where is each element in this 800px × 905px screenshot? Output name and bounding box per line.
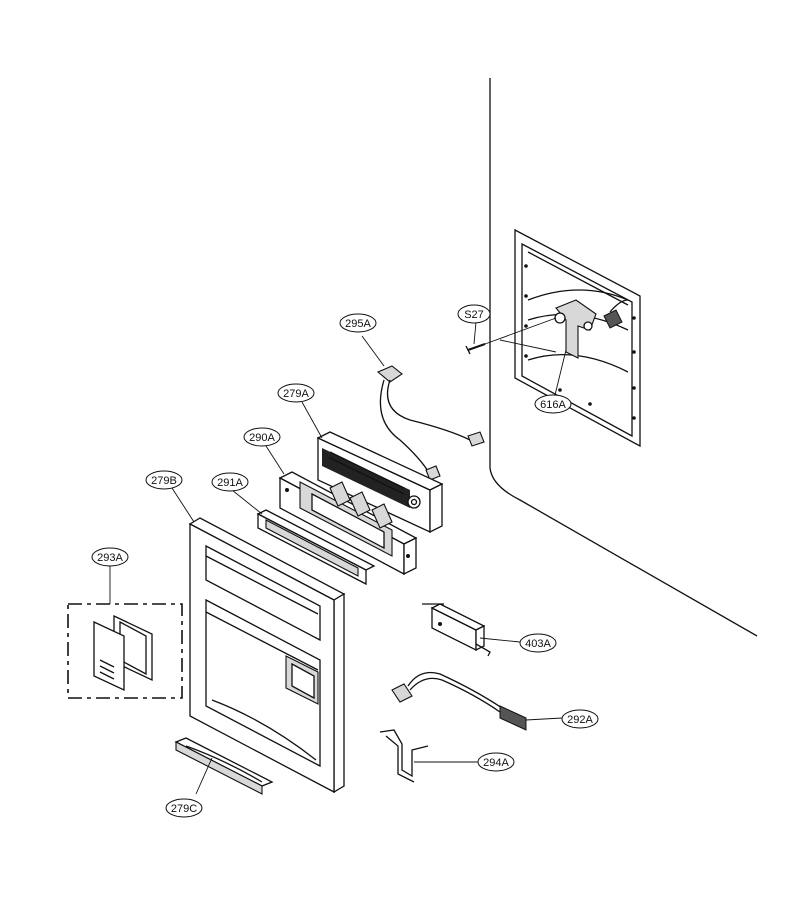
cable-292a	[391, 671, 563, 731]
callout-290a: 290A	[243, 427, 281, 447]
callout-616a: 616A	[534, 349, 572, 414]
label-290a: 290A	[249, 432, 275, 444]
label-403a: 403A	[525, 638, 551, 650]
callout-279b: 279B	[145, 470, 183, 490]
dispenser-housing	[514, 228, 641, 448]
label-616a: 616A	[540, 399, 566, 411]
label-279c: 279C	[171, 803, 197, 815]
callout-292a: 292A	[561, 709, 599, 729]
label-295a: 295A	[345, 318, 371, 330]
dispenser-cover-279b	[171, 487, 346, 794]
label-292a: 292A	[567, 714, 593, 726]
label-291a: 291A	[217, 477, 243, 489]
label-279b: 279B	[151, 475, 177, 487]
callout-279a: 279A	[277, 383, 315, 403]
callout-403a: 403A	[519, 633, 557, 653]
label-293a: 293A	[97, 552, 123, 564]
optional-part-293a	[67, 566, 183, 699]
callout-s27: S27	[457, 304, 491, 324]
frame-290a	[265, 445, 418, 576]
control-board-279a	[301, 401, 444, 534]
door-outline	[489, 78, 758, 637]
callout-294a: 294A	[477, 752, 515, 772]
label-294a: 294A	[483, 757, 509, 769]
screw-s27	[465, 317, 557, 355]
label-s27: S27	[464, 309, 484, 321]
drip-tray-279c	[174, 737, 274, 795]
callout-295a: 295A	[339, 313, 377, 333]
bracket-294a	[379, 729, 478, 783]
callout-291a: 291A	[211, 472, 249, 492]
callout-293a: 293A	[91, 547, 129, 567]
callout-279c: 279C	[165, 798, 203, 818]
bezel-291a	[231, 489, 376, 586]
wire-harness-295a	[361, 335, 485, 481]
switch-403a	[422, 603, 521, 657]
label-279a: 279A	[283, 388, 309, 400]
